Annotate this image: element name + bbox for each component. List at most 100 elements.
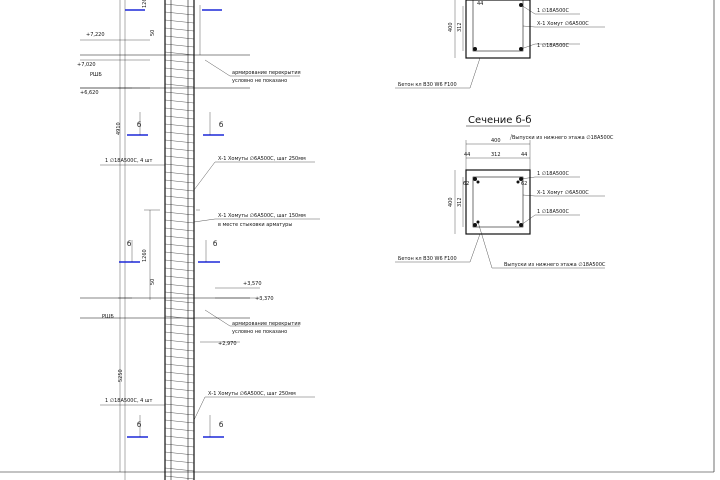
rebar-note-top: 1 ∅18A500C, 4 шт	[105, 158, 152, 164]
tie-line	[164, 27, 195, 32]
elev-7020: +7,020	[77, 62, 96, 68]
tie-line	[164, 155, 195, 160]
sec-top-rebar-2: 1 ∅18A500C	[537, 43, 569, 49]
sec-top-dim-312: 312	[457, 22, 463, 32]
sec-b-rebar-2: 1 ∅18A500C	[537, 209, 569, 215]
dim-5250: 5250	[118, 369, 124, 382]
tie-line	[164, 275, 195, 280]
tie-line	[164, 115, 195, 120]
tie-line	[164, 171, 195, 176]
tie-line	[164, 323, 195, 328]
dim-50-mid: 50	[150, 279, 156, 285]
tie-line	[164, 19, 195, 24]
tie-line	[164, 147, 195, 152]
annotations: 1 ∅18A500C, 4 шт 1 ∅18A500C, 4 шт армиро…	[100, 59, 320, 421]
tie-line	[164, 163, 195, 168]
tie-line	[164, 459, 195, 464]
sec-b-rebar-1: 1 ∅18A500C	[537, 171, 569, 177]
tie-line	[164, 43, 195, 48]
sec-b-dim-400: 400	[491, 138, 501, 144]
tie-line	[164, 83, 195, 88]
section-b-b: Сечение б-б 400 312 44 44 62 62 400 312 …	[395, 115, 614, 269]
tie-line	[164, 467, 195, 472]
tie-line	[164, 403, 195, 408]
elev-3570: +3,570	[243, 281, 262, 287]
dimensions: 4910 5250 1260 50 50 1260	[116, 0, 156, 382]
cut-label-b1: б	[127, 240, 131, 248]
tie-line	[164, 211, 195, 216]
tie-line	[164, 187, 195, 192]
rebar-note-bottom: 1 ∅18A500C, 4 шт	[105, 398, 152, 404]
elev-7220: +7,220	[86, 32, 105, 38]
rshb-label-top: РШБ	[90, 72, 102, 78]
sec-b-dim-62a: 62	[463, 181, 469, 187]
dim-4910: 4910	[116, 122, 122, 135]
slab-note-mid-1: армирование перекрытия	[232, 321, 301, 327]
tie-line	[164, 259, 195, 264]
cut-label-a2: б	[219, 121, 223, 129]
tie-line	[164, 363, 195, 368]
tie-line	[164, 251, 195, 256]
sec-top-clamp: Х-1 Хомут ∅6A500C	[537, 21, 589, 27]
tie-line	[164, 475, 195, 480]
sec-top-rebar-1: 1 ∅18A500C	[537, 8, 569, 14]
tie-line	[164, 107, 195, 112]
tie-line	[164, 451, 195, 456]
sec-b-title: Сечение б-б	[468, 115, 532, 126]
tie-line	[164, 443, 195, 448]
rshb-label-mid: РШБ	[102, 314, 114, 320]
clamp-note-250-top: Х-1 Хомуты ∅6A500C, шаг 250мм	[218, 156, 306, 162]
elev-2970: +2,970	[218, 341, 237, 347]
cut-label-a1: б	[137, 121, 141, 129]
sec-b-dim-44a: 44	[464, 152, 470, 158]
tie-line	[164, 235, 195, 240]
tie-line	[164, 411, 195, 416]
elevation-marks: +7,220 +7,020 РШБ +6,620 +3,570 +3,370 +…	[77, 32, 274, 347]
tie-line	[164, 339, 195, 344]
tie-line	[164, 435, 195, 440]
tie-line	[164, 179, 195, 184]
tie-line	[164, 3, 195, 8]
sec-b-concrete: Бетон кл В30 W6 F100	[398, 256, 457, 262]
slab-note-mid-2: условно не показано	[232, 329, 287, 335]
cut-label-c2: б	[219, 421, 223, 429]
tie-line	[164, 267, 195, 272]
sec-b-starter-top: Выпуски из нижнего этажа ∅18A500C	[512, 135, 614, 141]
tie-line	[164, 427, 195, 432]
sec-b-dim-400v: 400	[448, 197, 454, 207]
tie-line	[164, 227, 195, 232]
tie-line	[164, 315, 195, 320]
tie-line	[164, 379, 195, 384]
tie-line	[164, 291, 195, 296]
tie-line	[164, 371, 195, 376]
clamp-note-150-2: в месте стыковки арматуры	[218, 222, 292, 228]
dim-1260: 1260	[142, 249, 148, 262]
tie-line	[164, 139, 195, 144]
sec-b-dim-312: 312	[491, 152, 501, 158]
tie-line	[164, 219, 195, 224]
tie-line	[164, 11, 195, 16]
tie-line	[164, 75, 195, 80]
sec-b-dim-312v: 312	[457, 197, 463, 207]
tie-line	[164, 59, 195, 64]
tie-line	[164, 283, 195, 288]
sec-top-concrete: Бетон кл В30 W6 F100	[398, 82, 457, 88]
sec-b-dim-62b: 62	[521, 181, 527, 187]
clamp-note-150-1: Х-1 Хомуты ∅6A500C, шаг 150мм	[218, 213, 306, 219]
tie-line	[164, 91, 195, 96]
tie-line	[164, 299, 195, 304]
tie-line	[164, 243, 195, 248]
tie-line	[164, 123, 195, 128]
column-elevation	[80, 0, 250, 480]
tie-line	[164, 67, 195, 72]
dim-50-top: 50	[150, 30, 156, 36]
sec-b-dim-44b: 44	[521, 152, 527, 158]
tie-line	[164, 331, 195, 336]
tie-line	[164, 347, 195, 352]
slab-note-top-2: условно не показано	[232, 78, 287, 84]
section-top: 400 312 44 1 ∅18A500C Х-1 Хомут ∅6A500C …	[395, 0, 605, 89]
clamp-note-250-bottom: Х-1 Хомуты ∅6A500C, шаг 250мм	[208, 391, 296, 397]
elev-3370: +3,370	[255, 296, 274, 302]
tie-line	[164, 419, 195, 424]
